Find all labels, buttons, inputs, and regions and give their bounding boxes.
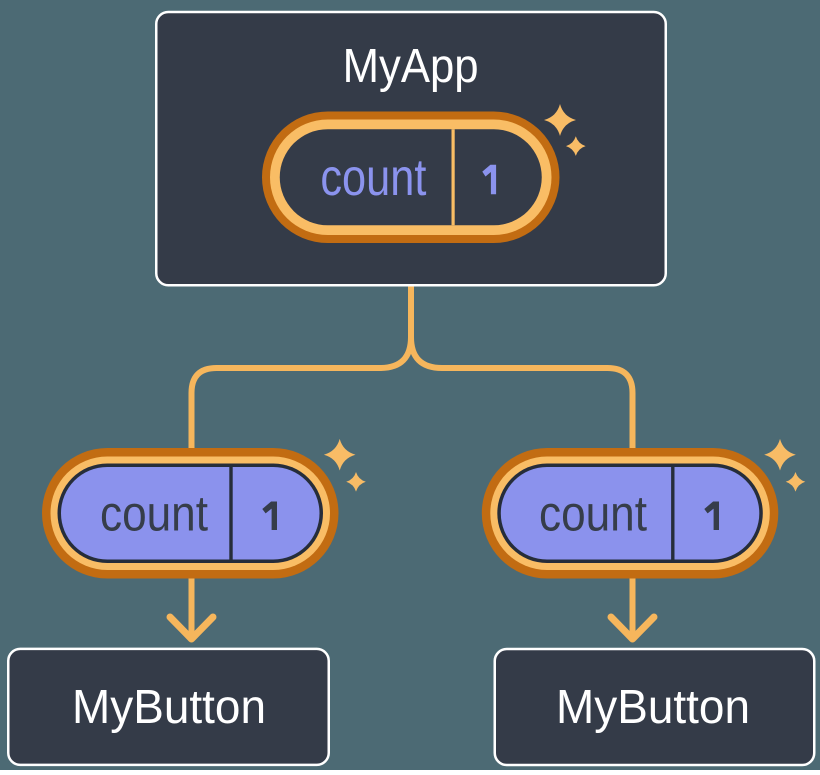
svg-text:count: count — [539, 486, 647, 542]
svg-text:count: count — [100, 486, 208, 542]
svg-text:MyButton: MyButton — [556, 681, 750, 734]
svg-text:MyButton: MyButton — [72, 681, 266, 734]
svg-text:MyApp: MyApp — [343, 40, 479, 93]
svg-text:count: count — [320, 149, 426, 207]
